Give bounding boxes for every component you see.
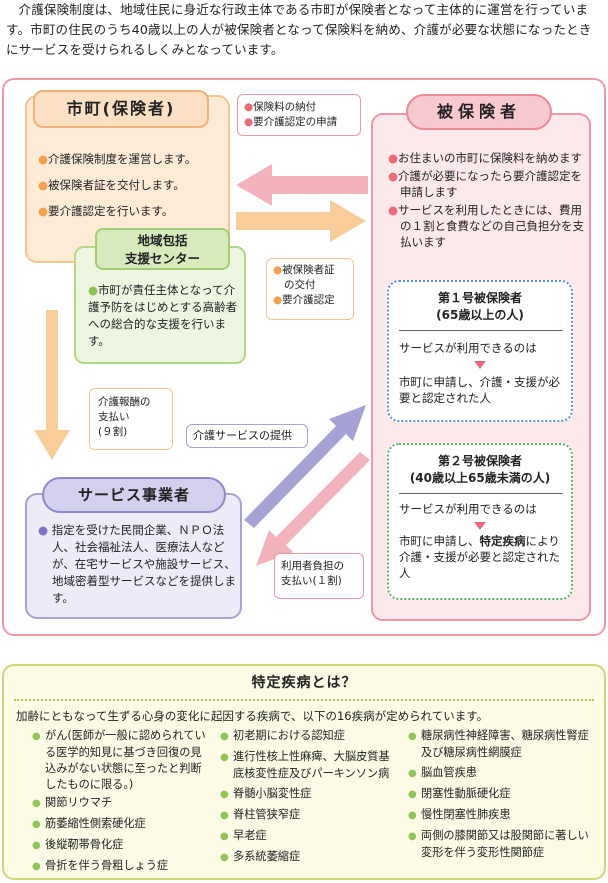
list-item: 閉塞性動脈硬化症: [408, 786, 594, 803]
label-fee: 介護報酬の 支払い (９割): [89, 388, 173, 450]
list-item: 多系統萎縮症: [220, 849, 400, 866]
list-item: 後縦靭帯骨化症: [32, 837, 212, 854]
type1-title: 第１号被保険者 (65歳以上の人): [436, 291, 524, 322]
municipality-title: 市町(保険者): [33, 90, 209, 128]
label-card: ●被保険者証 の交付 ●要介護認定: [266, 258, 354, 320]
type1-box: 第１号被保険者 (65歳以上の人) サービスが利用できるのは 市町に申請し、介護…: [387, 280, 573, 422]
list-item: がん(医師が一般に認められている医学的知見に基づき回復の見込みがない状態に至った…: [32, 728, 212, 793]
service-text: ● 指定を受けた民間企業、ＮＰＯ法人、社会福祉法人、医療法人などが、在宅サービス…: [38, 523, 236, 605]
down-triangle-icon: [474, 522, 486, 530]
municipality-list: ●介護保険制度を運営します。 ●被保険者証を交付します。 ●要介護認定を行います…: [38, 146, 228, 224]
list-item: ●介護が必要になったら要介護認定を申請します: [388, 169, 583, 199]
label-provide: 介護サービスの提供: [186, 424, 308, 448]
list-item: 糖尿病性神経障害、糖尿病性腎症及び糖尿病性網膜症: [408, 728, 594, 761]
list-item: 筋萎縮性側索硬化症: [32, 816, 212, 833]
label-copay: 利用者負担の 支払い(１割): [274, 553, 364, 599]
list-item: 骨折を伴う骨粗しょう症: [32, 858, 212, 875]
center-text: ●市町が責任主体となって介護予防をはじめとする高齢者への総合的な支援を行います。: [88, 283, 238, 348]
list-item: ●サービスを利用したときには、費用の１割と食費などの自己負担分を支払います: [388, 203, 584, 249]
disease-col-3: 糖尿病性神経障害、糖尿病性腎症及び糖尿病性網膜症 脳血管疾患 閉塞性動脈硬化症 …: [408, 728, 594, 865]
disease-col-1: がん(医師が一般に認められている医学的知見に基づき回復の見込みがない状態に至った…: [32, 728, 212, 879]
type1-condition: 市町に申請し、介護・支援が必要と認定された人: [399, 375, 560, 405]
center-title: 地域包括 支援センター: [95, 228, 230, 270]
list-item: 脊髄小脳変性症: [220, 786, 400, 803]
insured-list: ●お住まいの市町に保険料を納めます ●介護が必要になったら要介護認定を申請します…: [388, 150, 584, 250]
list-item: 関節リウマチ: [32, 795, 212, 812]
type2-condition: 市町に申請し、特定疾病により介護・支援が必要と認定された人: [399, 534, 560, 580]
type2-box: 第２号被保険者 (40歳以上65歳未満の人) サービスが利用できるのは 市町に申…: [387, 443, 573, 600]
arrow-premium: [236, 164, 368, 206]
down-triangle-icon: [474, 361, 486, 369]
arrow-copay: [256, 452, 370, 566]
list-item: ●介護保険制度を運営します。: [38, 152, 197, 166]
service-title: サービス事業者: [42, 477, 226, 513]
disease-col-2: 初老期における認知症 進行性核上性麻痺、大脳皮質基底核変性症及びパーキンソン病 …: [220, 728, 400, 870]
intro-text: 介護保険制度は、地域住民に身近な行政主体である市町が保険者となって主体的に運営を…: [6, 2, 592, 57]
label-premium: ●保険料の納付 ●要介護認定の申請: [237, 94, 361, 136]
arrow-card: [236, 200, 366, 242]
list-item: 初老期における認知症: [220, 728, 400, 745]
disease-title: 特定疾病とは？: [251, 675, 357, 691]
type2-title: 第２号被保険者 (40歳以上65歳未満の人): [409, 454, 551, 485]
service-box: [25, 493, 242, 619]
list-item: ●要介護認定を行います。: [38, 204, 174, 218]
arrow-fee: [34, 310, 70, 460]
list-item: ●被保険者証を交付します。: [38, 178, 185, 192]
disease-intro: 加齢にともなって生ずる心身の変化に起因する疾病で、以下の16疾病が定められていま…: [16, 709, 489, 723]
divider: [399, 330, 563, 331]
list-item: 慢性閉塞性肺疾患: [408, 807, 594, 824]
list-item: 早老症: [220, 828, 400, 845]
arrow-service: [244, 405, 366, 528]
type1-avail: サービスが利用できるのは: [399, 341, 537, 355]
list-item: 脊柱管狭窄症: [220, 807, 400, 824]
insured-title: 被保険者: [406, 94, 552, 130]
divider: [14, 699, 594, 701]
divider: [399, 493, 563, 494]
list-item: 進行性核上性麻痺、大脳皮質基底核変性症及びパーキンソン病: [220, 749, 400, 782]
list-item: ●お住まいの市町に保険料を納めます: [388, 151, 583, 165]
list-item: 両側の膝関節又は股関節に著しい変形を伴う変形性関節症: [408, 828, 594, 861]
type2-avail: サービスが利用できるのは: [399, 502, 537, 516]
list-item: 脳血管疾患: [408, 765, 594, 782]
